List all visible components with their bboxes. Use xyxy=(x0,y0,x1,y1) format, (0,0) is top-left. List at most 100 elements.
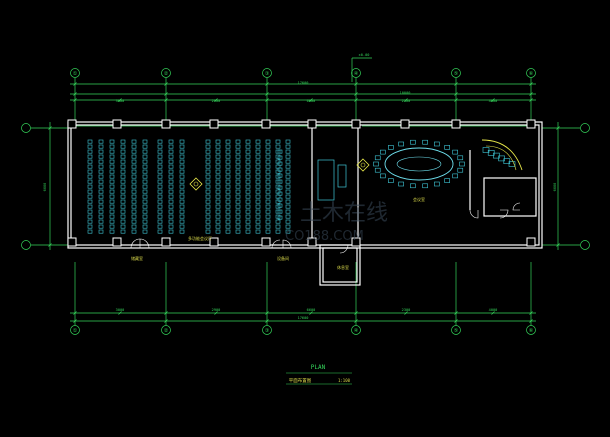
seat xyxy=(109,179,115,184)
seat xyxy=(131,199,137,204)
dim-tick xyxy=(214,98,218,102)
seat xyxy=(265,194,271,199)
podium xyxy=(317,159,335,201)
seat xyxy=(205,204,211,209)
meeting-chair xyxy=(388,178,394,183)
seat xyxy=(245,144,251,149)
seat xyxy=(98,174,104,179)
seat xyxy=(157,219,163,224)
seat xyxy=(179,214,185,219)
seat xyxy=(285,199,291,204)
seat xyxy=(205,149,211,154)
seat xyxy=(265,164,271,169)
seat xyxy=(179,209,185,214)
seat xyxy=(225,214,231,219)
structural-column xyxy=(400,119,410,129)
seat xyxy=(215,194,221,199)
seat xyxy=(131,159,137,164)
dim-tick xyxy=(73,82,77,86)
seat xyxy=(215,169,221,174)
seat xyxy=(120,144,126,149)
seat xyxy=(225,149,231,154)
seat xyxy=(277,203,283,208)
seat xyxy=(235,164,241,169)
seat xyxy=(142,174,148,179)
seat xyxy=(109,224,115,229)
grid-bubble-row-bottom xyxy=(70,325,536,335)
seat xyxy=(225,174,231,179)
dim-tick xyxy=(529,92,533,96)
structural-column xyxy=(526,119,536,129)
structural-column xyxy=(67,119,77,129)
structural-column xyxy=(112,237,122,247)
seat xyxy=(245,194,251,199)
dim-tick xyxy=(454,98,458,102)
curved-sofa-inner xyxy=(485,145,517,171)
seat xyxy=(285,194,291,199)
door-swing xyxy=(512,202,521,211)
seat xyxy=(265,174,271,179)
seat xyxy=(179,229,185,234)
seat xyxy=(142,144,148,149)
seat xyxy=(179,204,185,209)
seat xyxy=(245,204,251,209)
seat xyxy=(265,204,271,209)
grid-bubble xyxy=(21,240,31,250)
seat xyxy=(245,169,251,174)
seat xyxy=(87,164,93,169)
seat xyxy=(285,219,291,224)
structural-column xyxy=(307,237,317,247)
seat xyxy=(215,159,221,164)
dim-tick xyxy=(73,319,77,323)
seat xyxy=(245,154,251,159)
dim-tick xyxy=(265,98,269,102)
seat xyxy=(275,144,281,149)
seat xyxy=(120,204,126,209)
seat xyxy=(168,169,174,174)
seat xyxy=(277,179,283,184)
seat xyxy=(131,214,137,219)
seat xyxy=(275,139,281,144)
door-swing xyxy=(339,244,349,254)
seat xyxy=(235,139,241,144)
seat xyxy=(98,229,104,234)
seat xyxy=(168,209,174,214)
seat xyxy=(131,174,137,179)
meeting-chair xyxy=(452,149,458,155)
dim-tick xyxy=(354,92,358,96)
dimension-segment: 2900 xyxy=(212,308,221,312)
grid-bubble xyxy=(70,325,80,335)
grid-bubble-row-top xyxy=(70,68,536,78)
room-label-side-room: 休息室 xyxy=(337,264,349,270)
seat xyxy=(109,204,115,209)
structural-column xyxy=(451,119,461,129)
dim-tick xyxy=(354,98,358,102)
dim-tick xyxy=(454,311,458,315)
dimension-segment: 6600 xyxy=(307,308,316,312)
grid-bubble xyxy=(526,325,536,335)
meeting-table-inner xyxy=(396,156,442,172)
seat xyxy=(205,144,211,149)
seat xyxy=(120,219,126,224)
grid-bubble-label: ④ xyxy=(354,71,359,77)
lounge-chair xyxy=(482,147,490,153)
meeting-chair xyxy=(380,173,386,179)
door-swing xyxy=(130,238,141,249)
seat xyxy=(277,209,283,214)
seat xyxy=(245,184,251,189)
grid-bubble xyxy=(580,240,590,250)
seat xyxy=(255,154,261,159)
seat xyxy=(98,204,104,209)
dimension-segment: 2300 xyxy=(402,99,411,103)
seat xyxy=(168,219,174,224)
seat xyxy=(215,144,221,149)
seat xyxy=(157,174,163,179)
seat xyxy=(142,164,148,169)
grid-bubble-label: ④ xyxy=(354,328,359,334)
door-swing xyxy=(139,238,150,249)
structural-column xyxy=(261,119,271,129)
seat xyxy=(120,139,126,144)
structural-column xyxy=(261,237,271,247)
seat xyxy=(157,194,163,199)
